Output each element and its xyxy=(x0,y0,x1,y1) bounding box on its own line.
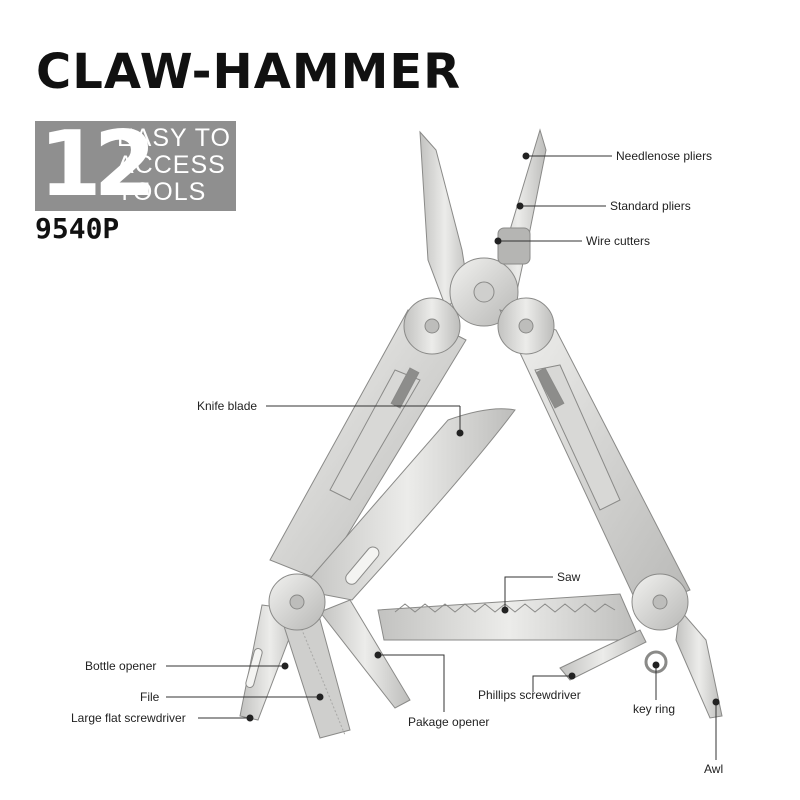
label-needlenose-pliers: Needlenose pliers xyxy=(616,149,713,163)
label-key-ring: key ring xyxy=(633,702,676,716)
badge-line-1: EASY TO xyxy=(117,124,232,152)
lower-left-tools xyxy=(239,573,411,739)
tool-count-badge: 12 EASY TO ACCESS TOOLS xyxy=(35,115,236,215)
callout-lines xyxy=(166,155,717,760)
label-large-flat-screwdriver: Large flat screwdriver xyxy=(71,711,186,725)
badge-line-2: ACCESS xyxy=(117,151,226,179)
label-awl: Awl xyxy=(704,762,724,776)
badge-line-3: TOOLS xyxy=(117,178,207,206)
label-package-opener: Pakage opener xyxy=(408,715,490,729)
lower-right-tools xyxy=(559,573,723,719)
knife-blade xyxy=(299,408,516,601)
saw-blade xyxy=(377,593,641,641)
label-saw: Saw xyxy=(557,570,581,584)
model-number: 9540P xyxy=(35,212,120,245)
callout-dots xyxy=(246,152,720,722)
label-phillips-screwdriver: Phillips screwdriver xyxy=(478,688,581,702)
label-standard-pliers: Standard pliers xyxy=(610,199,691,213)
tool-count-number: 12 xyxy=(39,112,156,217)
right-handle xyxy=(497,297,691,611)
label-knife-blade: Knife blade xyxy=(197,399,258,413)
badge-caption: EASY TO ACCESS TOOLS xyxy=(117,125,231,206)
product-title: CLAW-HAMMER xyxy=(36,44,462,100)
pliers-jaws xyxy=(419,128,547,327)
label-file: File xyxy=(140,690,160,704)
label-bottle-opener: Bottle opener xyxy=(85,659,157,673)
label-wire-cutters: Wire cutters xyxy=(586,234,651,248)
left-handle xyxy=(269,297,467,581)
